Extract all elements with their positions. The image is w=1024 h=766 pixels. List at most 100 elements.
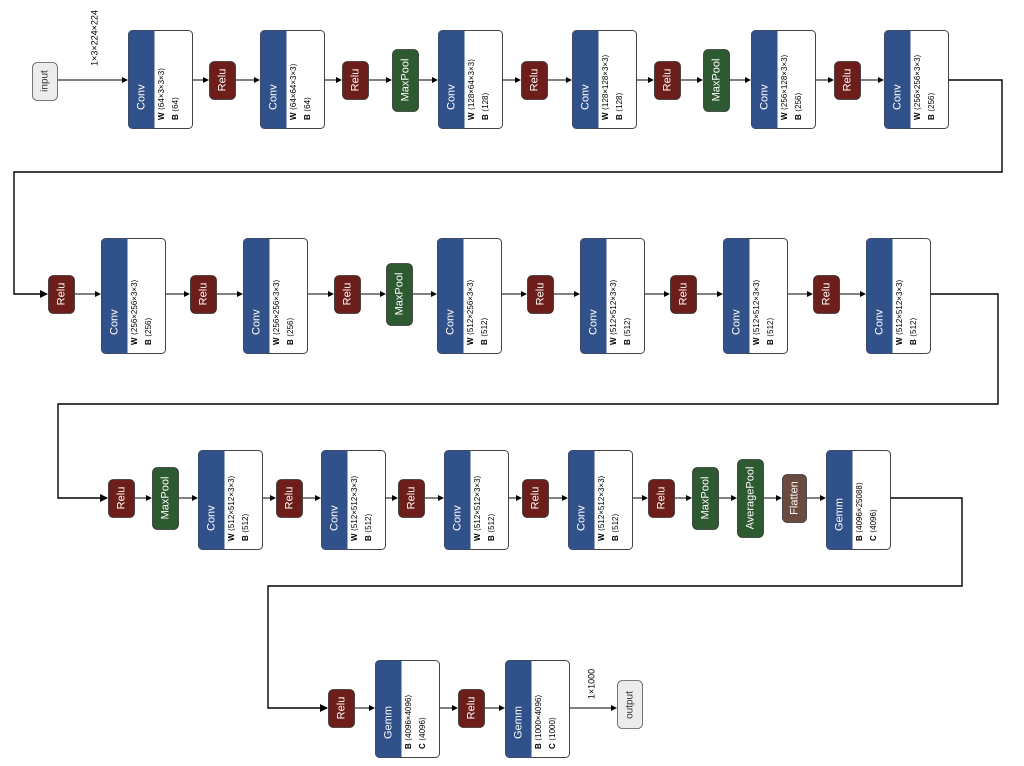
relu-node[interactable]: Relu [813,275,840,314]
averagepool-node[interactable]: AveragePool [737,459,764,538]
relu-node[interactable]: Relu [108,479,135,518]
attr-key: B [303,114,312,120]
attr-value: ⟨512⟩ [766,317,775,337]
op-label: Conv [451,505,463,531]
attr-key: B [286,339,295,345]
attr-key: B [611,535,620,541]
node-box [521,61,548,100]
relu-node[interactable]: Relu [209,61,236,100]
attr-row: B ⟨4096×25088⟩ [855,482,864,541]
op-label: Relu [283,487,295,510]
maxpool-node[interactable]: MaxPool [386,263,413,326]
op-label: MaxPool [710,59,722,102]
maxpool-node[interactable]: MaxPool [703,49,730,112]
attr-key: W [752,337,761,345]
op-label: Conv [445,84,457,110]
attr-key: W [467,112,476,120]
attr-value: ⟨256×256×3×3⟩ [130,279,139,335]
op-label: Conv [758,84,770,110]
node-header [243,238,270,354]
relu-node[interactable]: Relu [522,479,549,518]
attr-key: C [548,743,557,749]
attr-value: ⟨1000×4096⟩ [534,694,543,741]
relu-node[interactable]: Relu [276,479,303,518]
relu-node[interactable]: Relu [834,61,861,100]
attr-value: ⟨512⟩ [241,513,250,533]
attr-key: B [623,339,632,345]
attr-value: ⟨256×128×3×3⟩ [780,54,789,110]
relu-node[interactable]: Relu [648,479,675,518]
relu-node[interactable]: Relu [328,689,355,728]
attr-value: ⟨512×512×3×3⟩ [895,279,904,335]
edge-wrap-2 [57,293,999,502]
attr-key: B [241,535,250,541]
attr-key: W [597,533,606,541]
relu-node[interactable]: Relu [527,275,554,314]
node-box [190,275,217,314]
op-label: Conv [891,84,903,110]
relu-node[interactable]: Relu [670,275,697,314]
op-label: Relu [534,283,546,306]
relu-node[interactable]: Relu [342,61,369,100]
op-label: Gemm [382,706,394,739]
attr-row: W ⟨512×512×3×3⟩ [895,279,904,345]
attr-row: B ⟨512⟩ [623,317,632,345]
op-label: Gemm [833,498,845,531]
relu-node[interactable]: Relu [48,275,75,314]
relu-node[interactable]: Relu [458,689,485,728]
op-label: Gemm [512,706,524,739]
attr-value: ⟨512⟩ [480,317,489,337]
op-label: AveragePool [744,467,756,530]
attr-key: B [855,535,864,541]
input-node[interactable]: input [32,62,58,101]
relu-node[interactable]: Relu [654,61,681,100]
attr-value: ⟨256×256×3×3⟩ [913,54,922,110]
relu-node[interactable]: Relu [334,275,361,314]
op-label: Relu [115,487,127,510]
attr-row: W ⟨256×128×3×3⟩ [780,54,789,120]
attr-key: B [766,339,775,345]
op-label: Conv [135,84,147,110]
attr-row: W ⟨128×64×3×3⟩ [467,59,476,120]
attr-value: ⟨256⟩ [927,92,936,112]
node-box [342,61,369,100]
maxpool-node[interactable]: MaxPool [392,49,419,112]
relu-node[interactable]: Relu [398,479,425,518]
node-box [670,275,697,314]
node-box [654,61,681,100]
output-node[interactable]: output [617,680,643,729]
maxpool-node[interactable]: MaxPool [692,467,719,530]
attr-row: B ⟨512⟩ [611,513,620,541]
maxpool-node[interactable]: MaxPool [152,467,179,530]
relu-node[interactable]: Relu [521,61,548,100]
relu-node[interactable]: Relu [190,275,217,314]
attr-row: W ⟨64×3×3×3⟩ [157,68,166,120]
flatten-node[interactable]: Flatten [782,474,807,523]
node-header [580,238,607,354]
op-label: Conv [205,505,217,531]
op-label: Relu [55,283,67,306]
op-label: MaxPool [399,59,411,102]
attr-value: ⟨4096×4096⟩ [404,694,413,741]
